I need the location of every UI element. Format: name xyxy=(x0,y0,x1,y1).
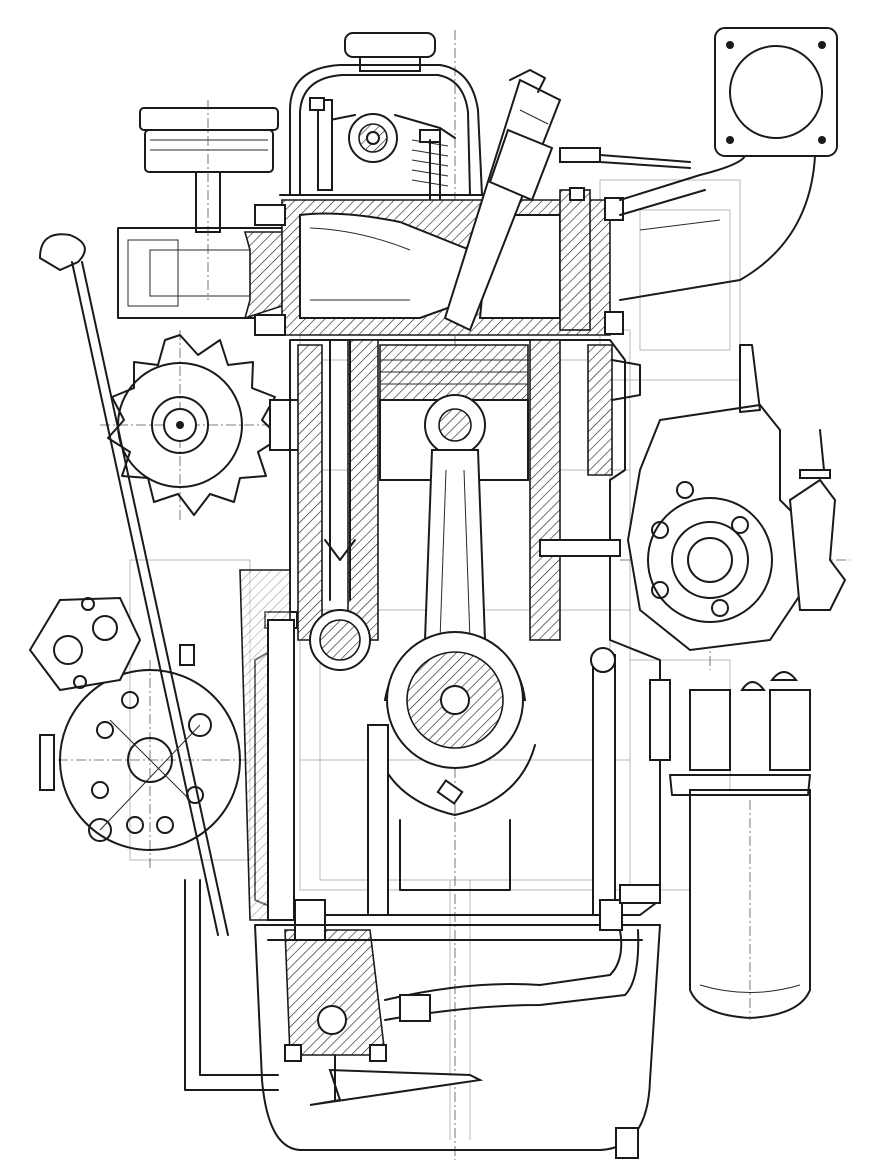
crankshaft-pulley xyxy=(59,669,241,851)
air-intake-filter xyxy=(139,100,279,300)
tachometer-drive xyxy=(28,596,142,791)
rocker-cover xyxy=(279,32,491,196)
fuel-injector xyxy=(443,69,691,332)
exhaust-manifold xyxy=(619,27,838,301)
oil-filter xyxy=(669,671,811,1020)
oil-sump xyxy=(184,879,661,1159)
oil-pump-drive-shaft xyxy=(239,569,298,921)
intake-manifold xyxy=(117,227,301,320)
fastener-bolts xyxy=(179,97,671,1062)
camshaft-and-pushrods xyxy=(309,339,616,916)
oil-pump-and-pipe xyxy=(284,899,640,1106)
fuel-injection-pump xyxy=(539,344,847,652)
oil-dipstick xyxy=(38,233,229,936)
cylinder-head xyxy=(254,189,624,336)
crankshaft xyxy=(374,631,536,891)
